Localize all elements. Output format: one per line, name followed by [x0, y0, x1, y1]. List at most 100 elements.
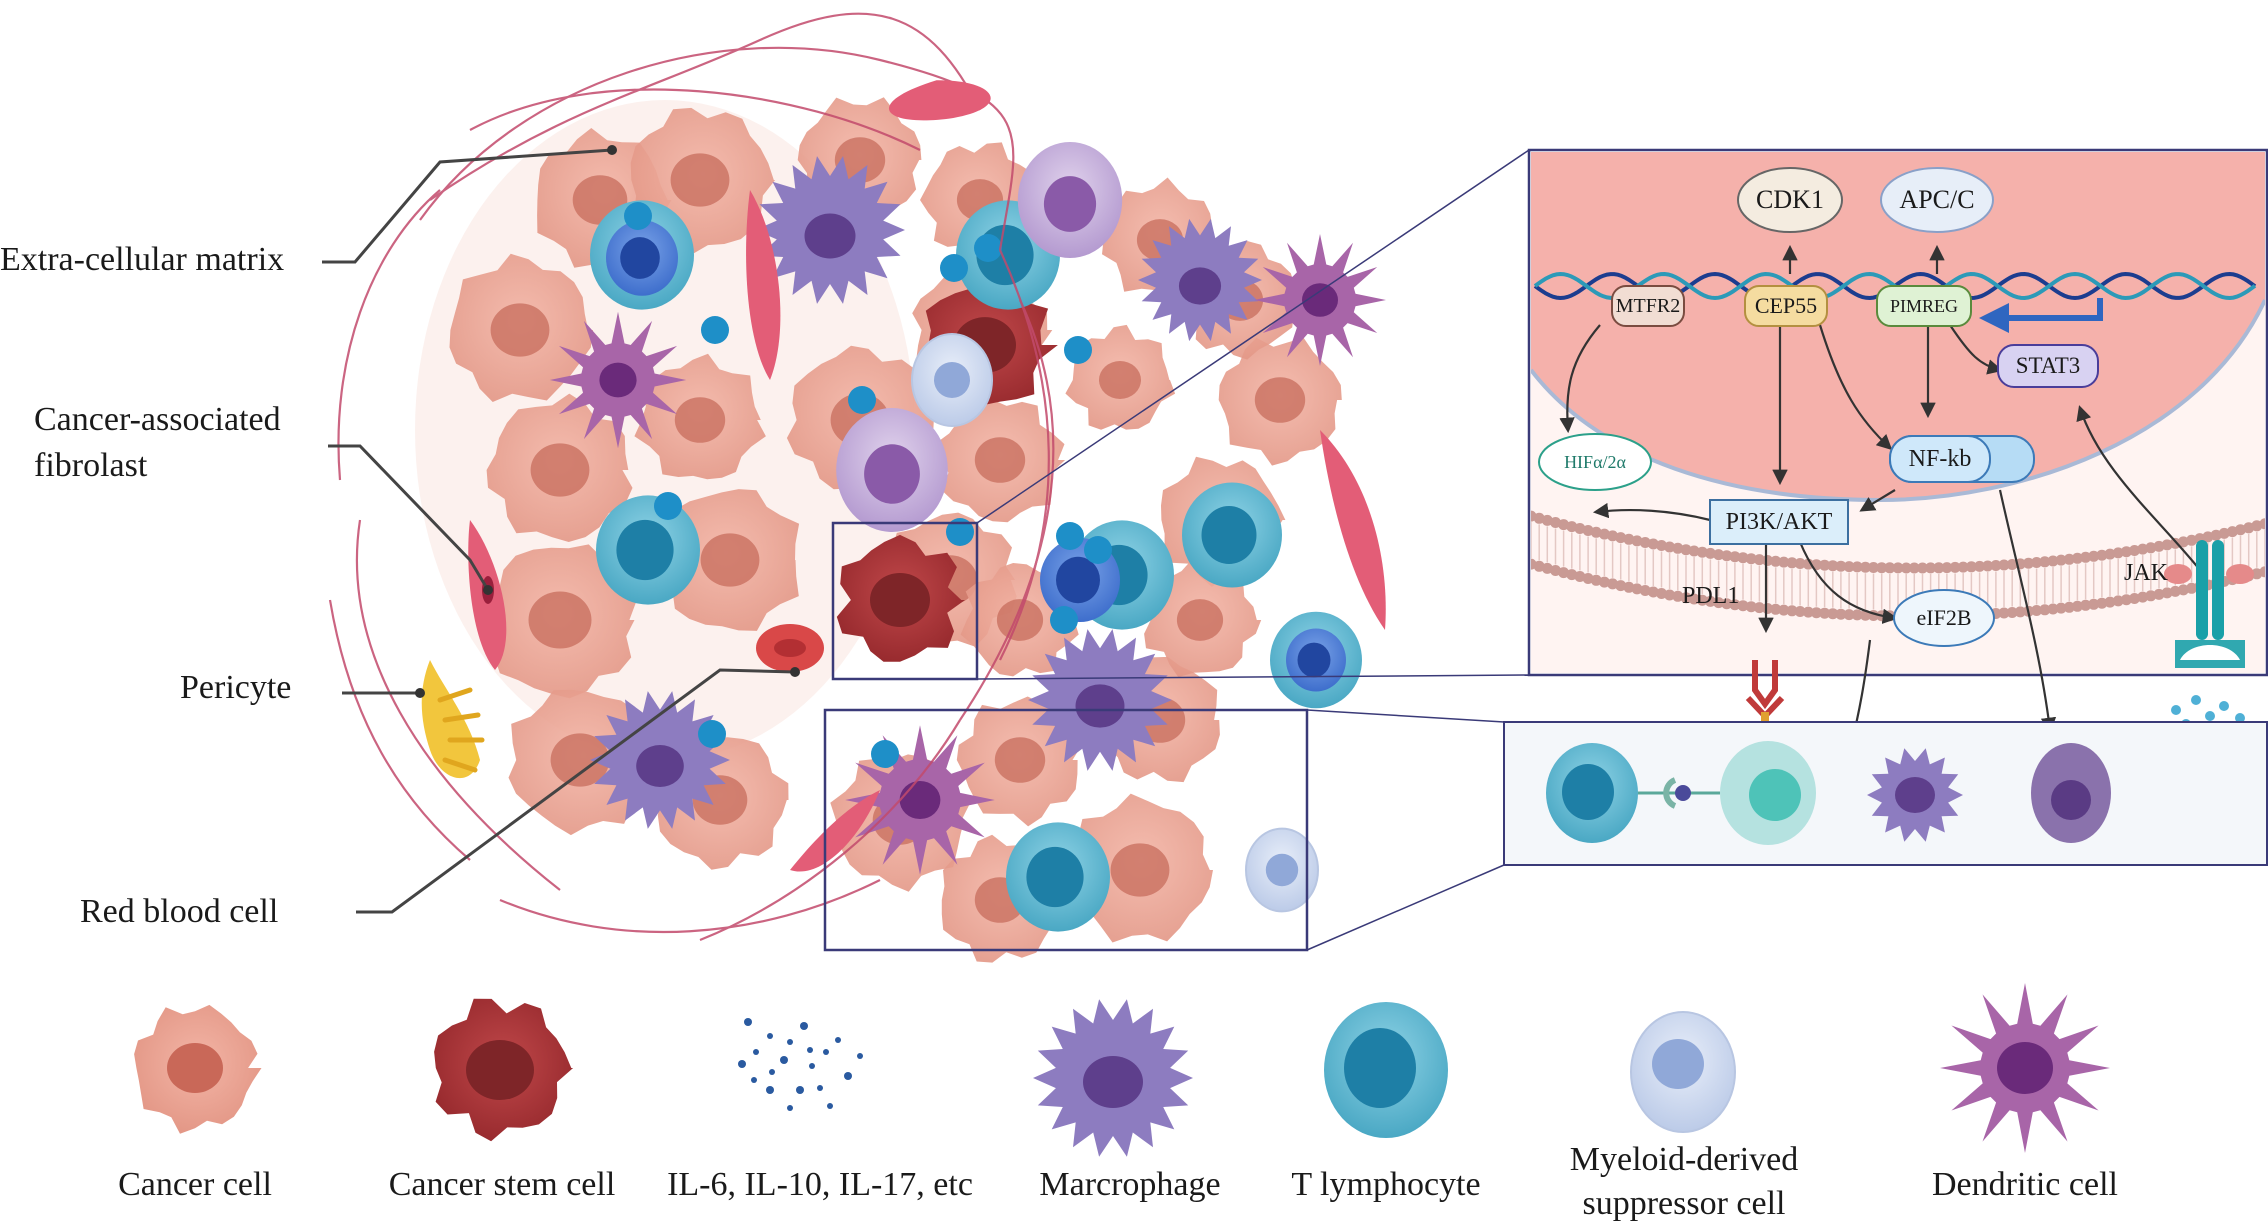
cytokine-dot [787, 1039, 793, 1045]
legend-label-dendritic-cell: Dendritic cell [1895, 1165, 2155, 1206]
cytokine-dot [767, 1033, 773, 1039]
cytokine-dot [827, 1103, 833, 1109]
node-cdk1: CDK1 [1738, 168, 1842, 232]
cytokine-dot [766, 1086, 774, 1094]
t-lymphocyte-blue-nucleus [1056, 557, 1100, 603]
cancer-cell-nucleus [701, 533, 760, 586]
mdsc-nucleus [934, 362, 970, 398]
cytokine-bubble [698, 720, 726, 748]
cytokine-dot [857, 1053, 863, 1059]
cancer-cell-nucleus [997, 599, 1043, 641]
cytokine-dot [2205, 711, 2215, 721]
mdsc-violet-nucleus [1044, 176, 1096, 232]
cancer-cell-nucleus [529, 592, 592, 649]
node-apcc: APC/C [1881, 168, 1993, 232]
node-cep55: CEP55 [1745, 286, 1827, 326]
cytokine-bubble [974, 234, 1002, 262]
node-mtfr2: MTFR2 [1612, 286, 1684, 326]
cancer-cell-nucleus [975, 437, 1025, 483]
dendritic-cell-nucleus [599, 363, 636, 398]
t-lymphocyte-nucleus [1202, 506, 1257, 564]
mdsc-nucleus [1266, 854, 1298, 886]
cancer-cell-nucleus [491, 303, 550, 356]
macrophage-nucleus [1076, 684, 1125, 727]
cancer-cell-nucleus [1177, 599, 1223, 641]
legend-label-t-lymphocyte: T lymphocyte [1256, 1165, 1516, 1206]
node-nfkb: NF-kb [1890, 436, 1990, 482]
cancer-cell-nucleus [995, 737, 1045, 783]
legend-label-mdsc-line1: Myeloid-derived [1534, 1140, 1834, 1181]
legend-mdsc-icon [1631, 1012, 1735, 1132]
node-pi3k-akt: PI3K/AKT [1710, 500, 1848, 544]
cytokine-dot [2219, 701, 2229, 711]
dendritic-cell-nucleus [900, 781, 941, 819]
node-stat3: STAT3 [1998, 345, 2098, 387]
legend-t-lymphocyte-icon [1324, 1002, 1448, 1138]
cancer-cell-nucleus [1111, 843, 1170, 896]
legend-label-cytokines: IL-6, IL-10, IL-17, etc [640, 1165, 1000, 1206]
cytokine-dot [751, 1077, 757, 1083]
cytokine-dot [2171, 705, 2181, 715]
legend-dendritic-cell-icon [1940, 983, 2110, 1153]
cytokine-dot [787, 1105, 793, 1111]
interaction-cancer-cell [1720, 741, 1816, 845]
cytokine-dot [796, 1086, 804, 1094]
legend-label-cancer-stem-cell: Cancer stem cell [352, 1165, 652, 1206]
legend-macrophage-icon [1033, 999, 1193, 1157]
t-lymphocyte-nucleus [1026, 847, 1083, 907]
cytokine-dot [844, 1072, 852, 1080]
cytokine-bubble [701, 316, 729, 344]
macrophage-nucleus [1179, 267, 1221, 304]
cancer-cell-nucleus [531, 443, 590, 496]
legend-icons [134, 983, 2110, 1157]
tumor-cluster [415, 97, 1386, 962]
cancer-cell-nucleus [1255, 377, 1305, 423]
legend-label-cancer-cell: Cancer cell [65, 1165, 325, 1206]
label-jak: JAK [2124, 556, 2194, 590]
mdsc-violet-nucleus [864, 444, 920, 504]
cytokine-dot [780, 1056, 788, 1064]
node-pimreg: PIMREG [1877, 286, 1971, 326]
cytokine-dot [807, 1047, 813, 1053]
cytokine-bubble [848, 386, 876, 414]
label-cancer-associated-fibroblast-line2: fibrolast [34, 446, 147, 485]
node-hif: HIFα/2α [1539, 434, 1651, 490]
cancer-cell-nucleus [1099, 361, 1141, 399]
macrophage-nucleus [636, 745, 684, 787]
cytokine-dot [738, 1060, 746, 1068]
t-lymphocyte-blue-nucleus [620, 237, 660, 279]
cancer-cell-nucleus [675, 397, 725, 443]
cytokine-bubble [1056, 522, 1084, 550]
cytokine-dot [800, 1022, 808, 1030]
label-extracellular-matrix: Extra-cellular matrix [0, 240, 284, 279]
legend-cancer-stem-cell-icon [434, 999, 573, 1141]
cytokine-dot [769, 1069, 775, 1075]
red-blood-cell [756, 624, 824, 672]
label-cancer-associated-fibroblast-line1: Cancer-associated [34, 400, 281, 439]
macrophage-nucleus [805, 214, 856, 259]
cytokine-dot [835, 1037, 841, 1043]
cytokine-bubble [940, 254, 968, 282]
cancer-stem-cell-nucleus [870, 573, 930, 627]
cytokine-bubble [654, 492, 682, 520]
label-pdl1: PDL1 [1682, 578, 1758, 614]
cytokine-dot [823, 1049, 829, 1055]
label-pericyte: Pericyte [180, 668, 291, 707]
label-red-blood-cell: Red blood cell [80, 892, 278, 931]
cytokine-dot [744, 1018, 752, 1026]
cytokine-dot [817, 1085, 823, 1091]
cluster-cells [450, 97, 1387, 962]
cytokine-bubble [871, 740, 899, 768]
t-lymphocyte-blue-nucleus [1298, 643, 1331, 678]
t-lymphocyte-nucleus [616, 520, 673, 580]
cytokine-bubble [1050, 606, 1078, 634]
legend-cancer-cell-icon [134, 1005, 261, 1134]
cytokine-bubble [624, 202, 652, 230]
cytokine-dot [809, 1063, 815, 1069]
cancer-cell-nucleus [671, 153, 730, 206]
cytokine-dot [753, 1049, 759, 1055]
legend-label-macrophage: Marcrophage [1000, 1165, 1260, 1206]
legend-cytokine-dots-icon [738, 1018, 863, 1111]
legend-label-mdsc-line2: suppressor cell [1534, 1184, 1834, 1225]
node-eif2b: eIF2B [1894, 590, 1994, 646]
